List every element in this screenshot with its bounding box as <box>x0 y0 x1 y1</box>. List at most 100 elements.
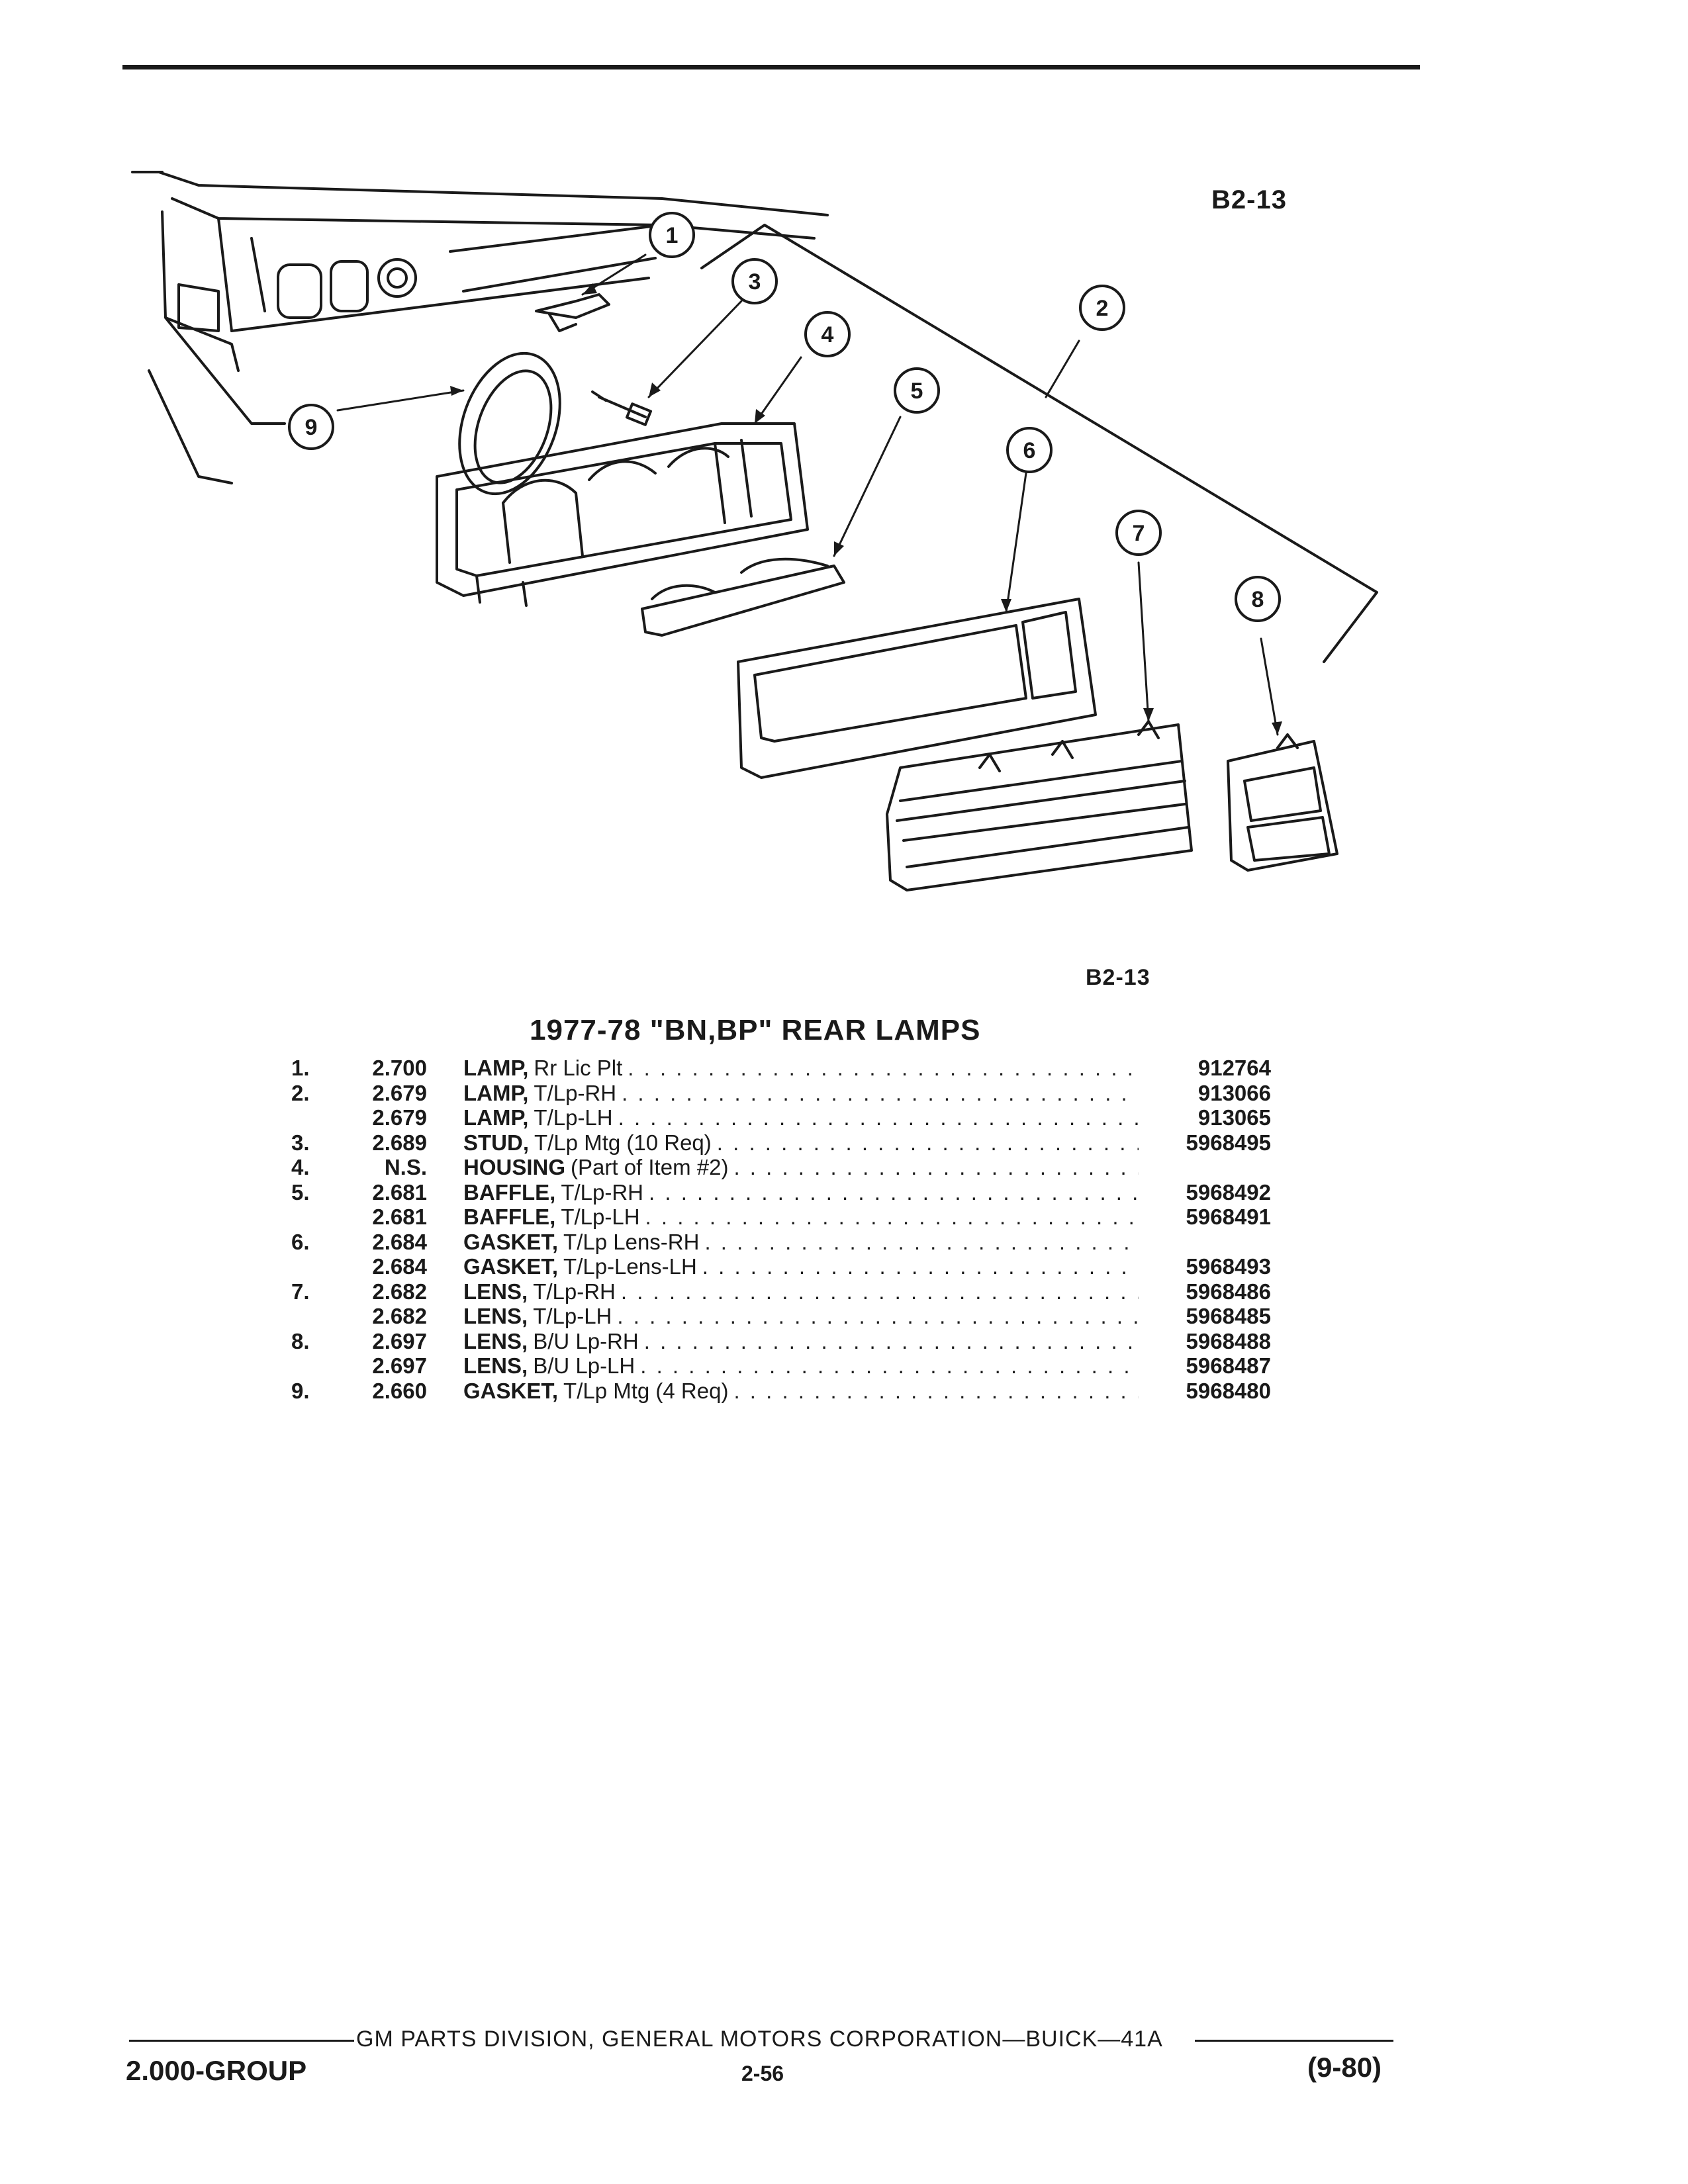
part-detail: T/Lp Mtg (10 Req) <box>534 1130 712 1155</box>
part-description: LENS, B/U Lp-RH. . . . . . . . . . . . .… <box>463 1329 1139 1354</box>
part-detail: B/U Lp-RH <box>533 1328 639 1353</box>
footer-group: 2.000-GROUP <box>126 2055 307 2086</box>
leader-dots: . . . . . . . . . . . . . . . . . . . . … <box>649 1179 1139 1205</box>
part-name: HOUSING <box>463 1155 566 1179</box>
part-7-tail-lamp-lens-drawing <box>886 720 1193 891</box>
part-number: 5968493 <box>1186 1254 1271 1279</box>
parts-row: 5. 2.681 BAFFLE, T/Lp-RH. . . . . . . . . … <box>291 1180 1271 1205</box>
item-number: 2. <box>291 1080 310 1105</box>
parts-row: 2. 2.679 LAMP, T/Lp-RH. . . . . . . . . . … <box>291 1081 1271 1106</box>
svg-text:3: 3 <box>749 269 761 295</box>
figure-code-top: B2-13 <box>1211 185 1287 214</box>
part-detail: T/Lp Mtg (4 Req) <box>563 1378 729 1403</box>
callout-6: 6 <box>1006 427 1053 473</box>
part-detail: T/Lp-LH <box>533 1304 612 1328</box>
part-description: GASKET, T/Lp-Lens-LH. . . . . . . . . . … <box>463 1254 1139 1279</box>
part-description: LAMP, T/Lp-RH. . . . . . . . . . . . . .… <box>463 1081 1139 1106</box>
parts-row: 2.682 LENS, T/Lp-LH. . . . . . . . . . . … <box>291 1304 1271 1329</box>
part-description: STUD, T/Lp Mtg (10 Req). . . . . . . . .… <box>463 1130 1139 1156</box>
part-name: GASKET, <box>463 1254 559 1279</box>
group-number: 2.684 <box>372 1254 427 1279</box>
part-number: 912764 <box>1197 1056 1271 1080</box>
svg-text:8: 8 <box>1252 587 1264 612</box>
part-number: 5968488 <box>1186 1328 1271 1353</box>
leader-dots: . . . . . . . . . . . . . . . . . . . . … <box>620 1279 1139 1304</box>
leader-dots: . . . . . . . . . . . . . . . . . . . . … <box>617 1304 1139 1328</box>
group-number: 2.679 <box>372 1080 427 1105</box>
part-description: GASKET, T/Lp Mtg (4 Req). . . . . . . . … <box>463 1379 1139 1404</box>
leader-dots: . . . . . . . . . . . . . . . . . . . . … <box>628 1056 1139 1080</box>
item-number: 5. <box>291 1179 310 1205</box>
leader-lines <box>336 253 1279 736</box>
part-description: LENS, T/Lp-LH. . . . . . . . . . . . . .… <box>463 1304 1139 1329</box>
leader-dots: . . . . . . . . . . . . . . . . . . . . … <box>640 1353 1139 1378</box>
part-description: BAFFLE, T/Lp-RH. . . . . . . . . . . . .… <box>463 1180 1139 1205</box>
part-4-housing-drawing <box>436 422 809 607</box>
part-number: 913066 <box>1197 1080 1271 1105</box>
svg-text:2: 2 <box>1096 296 1109 321</box>
callout-8: 8 <box>1235 576 1281 622</box>
part-9-mounting-gasket-drawing <box>458 351 561 496</box>
callout-9: 9 <box>288 404 334 450</box>
part-number: 5968492 <box>1186 1179 1271 1205</box>
group-number: 2.681 <box>372 1179 427 1205</box>
svg-text:5: 5 <box>911 379 923 404</box>
item-number: 1. <box>291 1056 310 1080</box>
parts-row: 4.N.S.HOUSING (Part of Item #2). . . . .… <box>291 1155 1271 1180</box>
section-title: 1977-78 "BN,BP" REAR LAMPS <box>530 1014 981 1046</box>
figure-code-bottom: B2-13 <box>1086 965 1150 990</box>
part-5-baffle-drawing <box>641 557 845 637</box>
part-detail: T/Lp-LH <box>561 1205 640 1229</box>
footer-page-number: 2-56 <box>741 2062 784 2085</box>
footer-rule-right <box>1195 2040 1393 2042</box>
part-name: GASKET, <box>463 1378 559 1403</box>
parts-row: 2.697 LENS, B/U Lp-LH. . . . . . . . . . … <box>291 1353 1271 1379</box>
part-description: GASKET, T/Lp Lens-RH. . . . . . . . . . … <box>463 1230 1139 1255</box>
svg-text:7: 7 <box>1133 521 1145 546</box>
top-rule <box>122 65 1420 69</box>
leader-dots: . . . . . . . . . . . . . . . . . . . . … <box>716 1130 1139 1155</box>
part-detail: T/Lp Lens-RH <box>563 1229 700 1254</box>
callout-5: 5 <box>894 367 940 414</box>
item-number: 7. <box>291 1279 310 1304</box>
part-6-lens-gasket-drawing <box>737 598 1097 779</box>
footer-rule-left <box>129 2040 354 2042</box>
item-number: 3. <box>291 1130 310 1155</box>
group-number: 2.697 <box>372 1353 427 1378</box>
car-body-drawing <box>131 171 829 484</box>
part-number: 5968495 <box>1186 1130 1271 1155</box>
part-name: LENS, <box>463 1304 528 1328</box>
part-detail: Rr Lic Plt <box>534 1056 623 1080</box>
svg-text:9: 9 <box>305 415 318 440</box>
svg-text:1: 1 <box>666 223 679 248</box>
part-number: 5968485 <box>1186 1304 1271 1328</box>
group-number: 2.689 <box>372 1130 427 1155</box>
group-number: 2.679 <box>372 1105 427 1130</box>
item-number: 8. <box>291 1328 310 1353</box>
part-description: LAMP, T/Lp-LH. . . . . . . . . . . . . .… <box>463 1105 1139 1130</box>
item-number: 4. <box>291 1155 310 1179</box>
svg-text:6: 6 <box>1023 438 1036 463</box>
part-name: LAMP, <box>463 1080 529 1105</box>
part-number: 5968487 <box>1186 1353 1271 1378</box>
part-name: GASKET, <box>463 1229 559 1254</box>
footer-date: (9-80) <box>1307 2052 1382 2083</box>
leader-dots: . . . . . . . . . . . . . . . . . . . . … <box>733 1155 1139 1179</box>
callout-7: 7 <box>1115 510 1162 556</box>
exploded-view-diagram: 1 2 3 4 5 6 7 8 <box>131 171 1378 891</box>
item-number: 9. <box>291 1378 310 1403</box>
leader-dots: . . . . . . . . . . . . . . . . . . . . … <box>645 1205 1139 1229</box>
group-number: 2.684 <box>372 1229 427 1254</box>
callout-4: 4 <box>804 311 851 357</box>
footer-publisher: GM PARTS DIVISION, GENERAL MOTORS CORPOR… <box>356 2026 1163 2052</box>
part-detail: T/Lp-RH <box>534 1080 617 1105</box>
group-number: 2.682 <box>372 1304 427 1328</box>
part-detail: T/Lp-LH <box>534 1105 613 1130</box>
group-number: 2.681 <box>372 1205 427 1229</box>
part-number: 5968491 <box>1186 1205 1271 1229</box>
part-description: LENS, B/U Lp-LH. . . . . . . . . . . . .… <box>463 1353 1139 1379</box>
